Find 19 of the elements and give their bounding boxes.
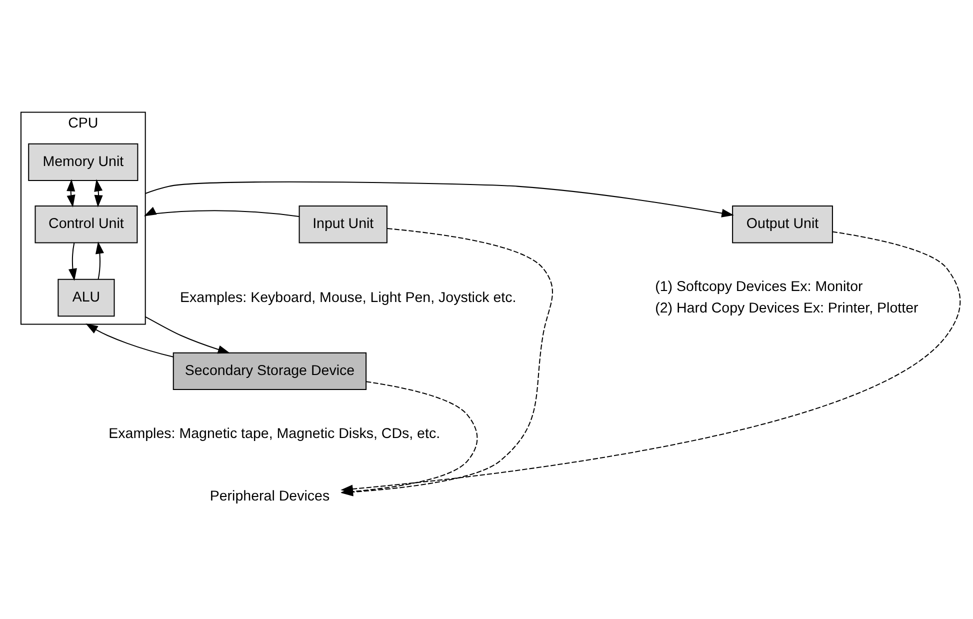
node-label: Examples: Keyboard, Mouse, Light Pen, Joystick etc. <box>180 290 516 306</box>
node-box: ALU <box>58 278 115 317</box>
node-box: Memory Unit <box>28 143 138 182</box>
arrow <box>145 316 230 354</box>
arrow <box>68 242 77 281</box>
arrow <box>145 181 734 218</box>
node-text: Peripheral Devices <box>210 488 330 504</box>
node-box: Secondary Storage Device <box>172 352 367 390</box>
node-box: Control Unit <box>34 206 138 244</box>
arrow <box>94 179 103 208</box>
node-label: (1) Softcopy Devices Ex: Monitor <box>655 278 863 295</box>
arrow <box>144 206 299 218</box>
node-label: (2) Hard Copy Devices Ex: Printer, Plotter <box>655 300 918 316</box>
arrow <box>86 323 174 358</box>
node-box: Output Unit <box>732 206 833 244</box>
node-box: Input Unit <box>298 206 388 244</box>
node-label: Examples: Magnetic tape, Magnetic Disks, CDs, etc. <box>108 426 440 442</box>
arrow <box>95 242 104 280</box>
arrow <box>66 179 76 208</box>
